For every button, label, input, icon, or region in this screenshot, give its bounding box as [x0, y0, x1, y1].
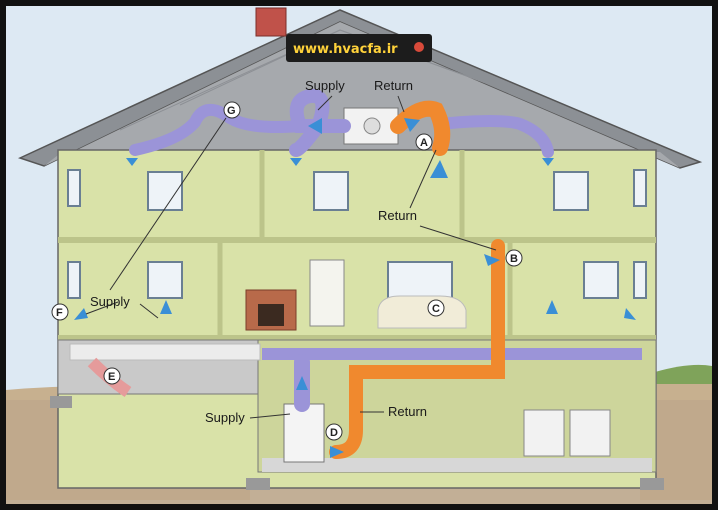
marker-c-label: C	[432, 303, 440, 315]
marker-d-label: D	[330, 427, 338, 439]
chimney	[255, 7, 287, 37]
marker-e-label: E	[108, 371, 115, 383]
air-handler-fan-icon	[363, 117, 381, 135]
crawlspace-supply-duct	[69, 343, 261, 361]
marker-d: D	[325, 423, 343, 441]
sofa	[377, 295, 467, 329]
watermark-logo-icon	[414, 42, 424, 52]
watermark-box	[286, 34, 432, 62]
basement-floor	[262, 458, 652, 472]
leader-lines	[85, 95, 497, 419]
footing-left	[50, 396, 72, 408]
washer	[523, 409, 565, 457]
label-supply-left: Supply	[90, 294, 130, 309]
grass	[655, 364, 712, 384]
marker-g: G	[223, 101, 241, 119]
label-return-mid: Return	[378, 208, 417, 223]
label-return-attic: Return	[374, 78, 413, 93]
supply-ducts	[129, 88, 642, 412]
dryer	[569, 409, 611, 457]
footing-right	[640, 478, 664, 490]
door	[309, 259, 345, 327]
marker-f-label: F	[56, 307, 63, 319]
watermark-text: www.hvacfa.ir	[293, 42, 398, 57]
windows	[67, 169, 647, 299]
attic-space	[44, 22, 680, 168]
footing-mid	[246, 478, 270, 490]
furnace	[283, 403, 325, 463]
marker-f: F	[51, 303, 69, 321]
marker-a-label: A	[420, 137, 428, 149]
fireplace-opening	[258, 304, 284, 326]
label-supply-attic: Supply	[305, 78, 345, 93]
marker-c: C	[427, 299, 445, 317]
marker-b: B	[505, 249, 523, 267]
marker-b-label: B	[510, 253, 518, 265]
label-supply-basement: Supply	[205, 410, 245, 425]
marker-a: A	[415, 133, 433, 151]
label-return-basement: Return	[388, 404, 427, 419]
marker-e: E	[103, 367, 121, 385]
marker-g-label: G	[227, 105, 236, 117]
airflow-arrows	[74, 118, 636, 458]
